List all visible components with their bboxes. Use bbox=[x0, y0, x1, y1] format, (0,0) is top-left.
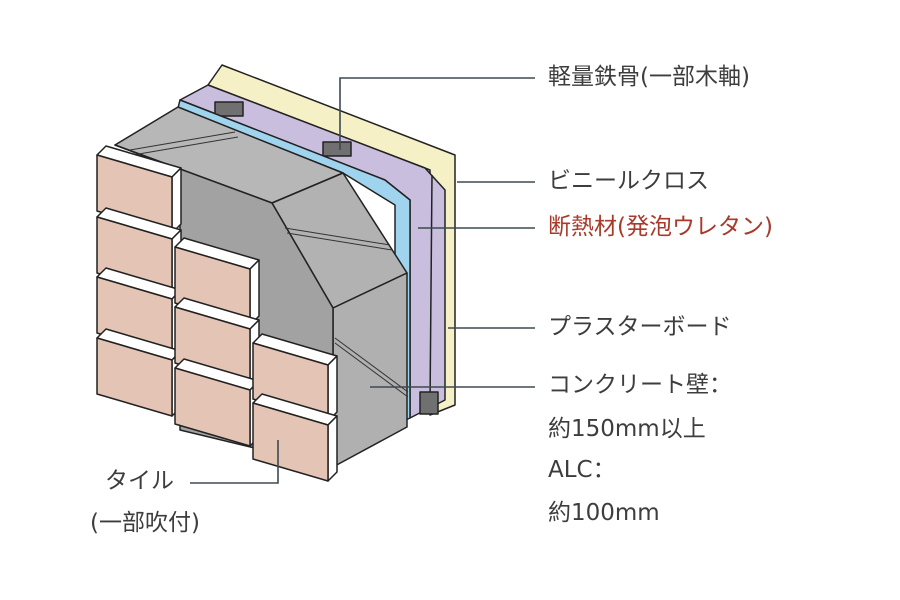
concrete-side-face bbox=[332, 272, 408, 468]
label-plaster-board: プラスターボード bbox=[548, 314, 732, 340]
label-alc-thickness: 約100mm bbox=[548, 500, 660, 526]
leader-tile bbox=[190, 440, 279, 484]
tile bbox=[252, 393, 338, 482]
tile-face bbox=[171, 167, 182, 234]
steel-frame bbox=[322, 141, 352, 157]
label-alc: ALC： bbox=[548, 457, 616, 483]
tile-face bbox=[249, 259, 260, 326]
tile-face bbox=[327, 415, 338, 482]
tile-face bbox=[327, 355, 338, 422]
label-vinyl-cloth: ビニールクロス bbox=[548, 168, 709, 194]
label-concrete-thickness: 約150mm以上 bbox=[548, 416, 706, 442]
tile-face bbox=[96, 337, 173, 417]
leader-steel-frame bbox=[339, 77, 535, 150]
tile bbox=[96, 145, 182, 234]
label-insulation: 断熱材(発泡ウレタン) bbox=[548, 214, 773, 240]
steel-frame bbox=[419, 391, 439, 415]
tile-face bbox=[252, 402, 329, 482]
label-tile-note: (一部吹付) bbox=[90, 510, 200, 536]
label-concrete-wall: コンクリート壁： bbox=[548, 372, 732, 398]
steel-frame bbox=[214, 101, 244, 117]
tile-face bbox=[174, 367, 251, 447]
label-steel-frame: 軽量鉄骨(一部木軸) bbox=[548, 64, 750, 90]
tile-group bbox=[96, 145, 338, 482]
label-tile: タイル bbox=[105, 468, 174, 494]
